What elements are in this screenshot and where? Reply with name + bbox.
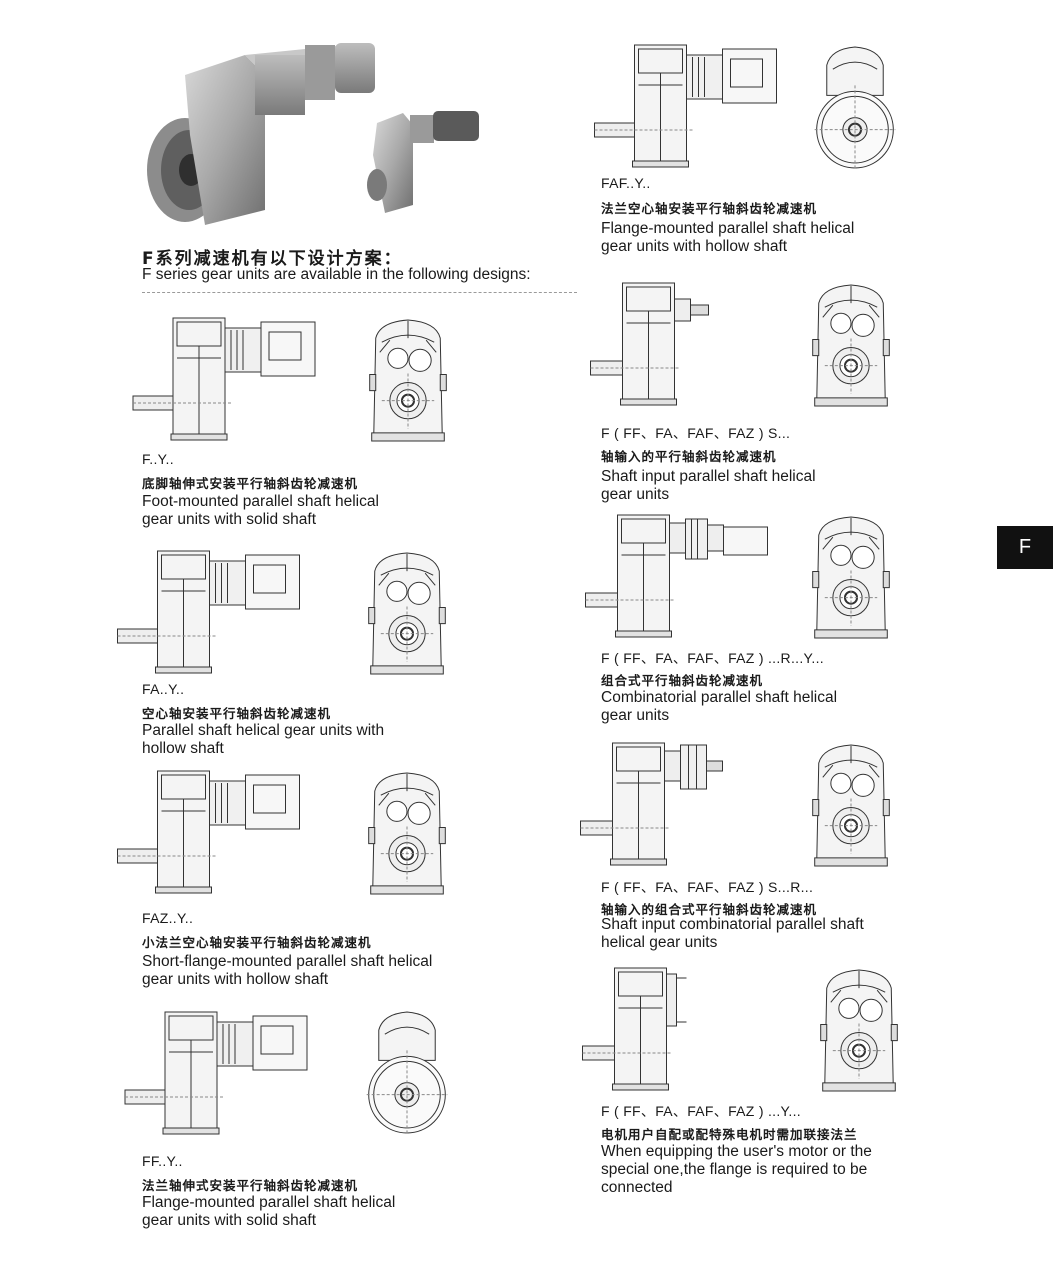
drawing-side-s — [590, 282, 709, 406]
drawing-side-adapter — [582, 967, 687, 1091]
item-code: FAZ..Y.. — [142, 910, 194, 926]
drawing-side-r-y — [585, 514, 768, 638]
drawing-side-ff-y — [124, 1011, 308, 1135]
section-tab: F — [997, 526, 1053, 569]
item-desc-zh: 法兰轴伸式安装平行轴斜齿轮减速机 — [142, 1178, 359, 1193]
item-desc-en: Short-flange-mounted parallel shaft heli… — [142, 953, 433, 988]
item-code: FAF..Y.. — [601, 175, 651, 191]
drawing-front-r-y — [811, 516, 891, 639]
intro-title-zh: F系列减速机有以下设计方案： — [142, 249, 403, 269]
drawing-side-s-r — [580, 742, 723, 866]
item-code: F ( FF、FA、FAF、FAZ ) ...R...Y... — [601, 650, 824, 666]
item-desc-zh: 轴输入的平行轴斜齿轮减速机 — [601, 449, 777, 464]
product-photo — [147, 43, 479, 225]
item-code: F..Y.. — [142, 451, 174, 467]
item-code: F ( FF、FA、FAF、FAZ ) S...R... — [601, 879, 814, 895]
drawing-front-s — [811, 284, 891, 407]
intro-title-en: F series gear units are available in the… — [142, 266, 531, 283]
item-desc-zh: 法兰空心轴安装平行轴斜齿轮减速机 — [601, 201, 818, 216]
drawing-front-faz-y — [367, 772, 447, 895]
drawing-front-ff-y — [365, 1011, 449, 1137]
item-code: FF..Y.. — [142, 1153, 183, 1169]
drawing-front-s-r — [811, 744, 891, 867]
drawing-side-f-y — [132, 317, 316, 441]
drawing-front-adapter — [819, 969, 899, 1092]
item-desc-zh: 底脚轴伸式安装平行轴斜齿轮减速机 — [142, 476, 359, 491]
item-desc-en: Shaft input combinatorial parallel shaft… — [601, 916, 864, 951]
item-desc-zh: 轴输入的组合式平行轴斜齿轮减速机 — [601, 902, 818, 917]
item-desc-zh: 空心轴安装平行轴斜齿轮减速机 — [142, 706, 332, 721]
item-desc-zh: 小法兰空心轴安装平行轴斜齿轮减速机 — [142, 935, 372, 950]
item-code: FA..Y.. — [142, 681, 185, 697]
drawing-front-faf-y — [813, 46, 897, 172]
item-code: F ( FF、FA、FAF、FAZ ) ...Y... — [601, 1103, 801, 1119]
drawing-side-fa-y — [117, 550, 300, 674]
drawing-front-f-y — [368, 319, 448, 442]
drawing-side-faz-y — [117, 770, 300, 894]
item-desc-zh: 组合式平行轴斜齿轮减速机 — [601, 673, 764, 688]
drawing-front-fa-y — [367, 552, 447, 675]
item-desc-zh: 电机用户自配或配特殊电机时需加联接法兰 — [601, 1127, 858, 1142]
drawing-side-faf-y — [594, 44, 777, 168]
intro-divider — [142, 292, 577, 293]
item-code: F ( FF、FA、FAF、FAZ ) S... — [601, 425, 791, 441]
